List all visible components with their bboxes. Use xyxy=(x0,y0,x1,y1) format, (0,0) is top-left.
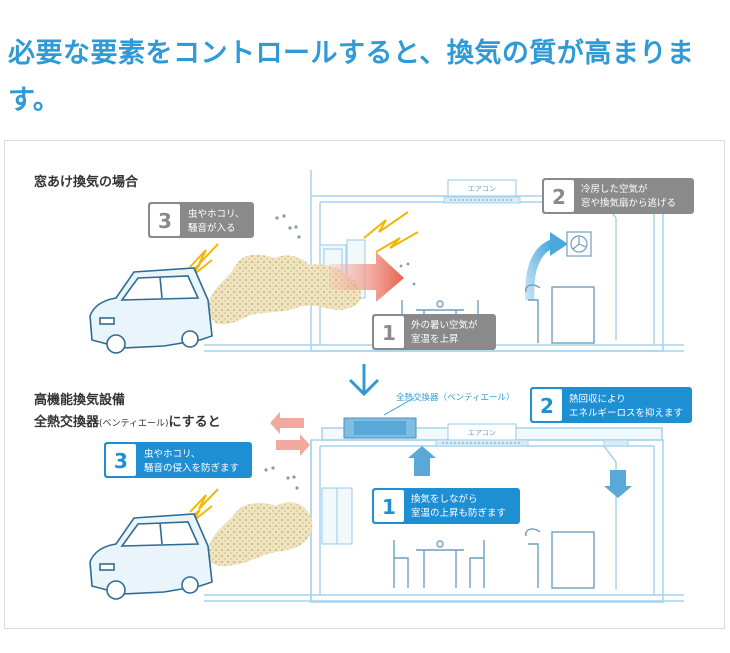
blocked-air-arrows-icon xyxy=(270,412,310,456)
page-headline: 必要な要素をコントロールすると、換気の質が高まります。 xyxy=(8,38,695,116)
bottom-callout-3-number: 3 xyxy=(114,449,128,473)
top-insect-dots xyxy=(275,214,416,286)
top-noise-lightning-icon xyxy=(179,211,419,281)
top-escaping-air-arrow xyxy=(525,239,554,301)
bottom-kitchen-counter xyxy=(525,528,595,589)
bottom-callout-2-line1: 熱回収により xyxy=(569,393,626,405)
top-callout-1-line2: 室温を上昇 xyxy=(411,333,459,345)
bottom-callout-1-number: 1 xyxy=(382,495,396,519)
top-hot-air-arrow xyxy=(329,252,404,302)
bottom-airflow-arrows-icon xyxy=(408,446,632,498)
bottom-callout-1-line1: 換気をしながら xyxy=(411,493,478,505)
top-callout-2-line1: 冷房した空気が xyxy=(581,183,648,195)
bottom-scene-title-1: 高機能換気設備 xyxy=(34,392,125,408)
top-callout-2: 2 冷房した空気が 窓や換気扇から逃げる xyxy=(542,178,694,214)
bottom-ac-unit: エアコン xyxy=(435,423,629,447)
top-callout-2-number: 2 xyxy=(552,185,566,209)
bottom-callout-3: 3 虫やホコリ、 騒音の侵入を防ぎます xyxy=(104,442,252,478)
top-callout-3-number: 3 xyxy=(158,209,172,233)
bottom-dust-cloud xyxy=(208,502,313,567)
top-callout-3-line1: 虫やホコリ、 xyxy=(188,208,244,220)
top-callout-1-line1: 外の暑い空気が xyxy=(411,319,478,331)
transition-down-arrow-icon xyxy=(348,364,380,397)
bottom-title-suffix: にすると xyxy=(169,415,221,430)
top-vent-fan-icon xyxy=(566,231,592,257)
top-scene-title: 窓あけ換気の場合 xyxy=(34,174,139,190)
top-callout-1: 1 外の暑い空気が 室温を上昇 xyxy=(372,314,496,350)
bottom-callout-2: 2 熱回収により エネルギーロスを抑えます xyxy=(530,387,692,423)
bottom-insect-dots xyxy=(264,466,299,490)
bottom-ac-label: エアコン xyxy=(468,429,496,437)
heat-exchanger-unit: 全熱交換器（ベンティエール） xyxy=(343,392,515,439)
heat-exchanger-label: 全熱交換器（ベンティエール） xyxy=(396,392,515,403)
top-escaping-air-arrowhead xyxy=(550,232,568,256)
top-callout-2-line2: 窓や換気扇から逃げる xyxy=(581,197,676,209)
bottom-dining-table xyxy=(393,540,485,588)
top-callout-3-line2: 騒音が入る xyxy=(188,222,236,234)
bottom-closed-window xyxy=(321,487,353,545)
top-kitchen-counter xyxy=(525,284,595,344)
bottom-title-device-brand: (ベンティエール) xyxy=(99,418,168,429)
bottom-callout-1: 1 換気をしながら 室温の上昇も防ぎます xyxy=(372,488,520,524)
top-callout-3: 3 虫やホコリ、 騒音が入る xyxy=(148,202,254,238)
bottom-car xyxy=(89,513,213,600)
top-dust-cloud xyxy=(208,254,361,325)
top-car xyxy=(89,267,213,354)
bottom-callout-1-line2: 室温の上昇も防ぎます xyxy=(411,507,506,519)
bottom-callout-2-line2: エネルギーロスを抑えます xyxy=(569,407,683,419)
top-ac-unit: エアコン xyxy=(443,179,521,204)
bottom-callout-3-line2: 騒音の侵入を防ぎます xyxy=(144,462,239,474)
bottom-callout-3-line1: 虫やホコリ、 xyxy=(144,448,200,460)
bottom-callout-2-number: 2 xyxy=(540,394,554,418)
bottom-title-device: 全熱交換器 xyxy=(33,414,100,430)
top-callout-1-number: 1 xyxy=(382,321,396,345)
ventilation-comparison-diagram: 窓あけ換気の場合 エアコン xyxy=(33,170,694,603)
bottom-scene-title-2: 全熱交換器(ベンティエール)にすると xyxy=(33,414,221,430)
top-ac-label: エアコン xyxy=(468,185,496,193)
